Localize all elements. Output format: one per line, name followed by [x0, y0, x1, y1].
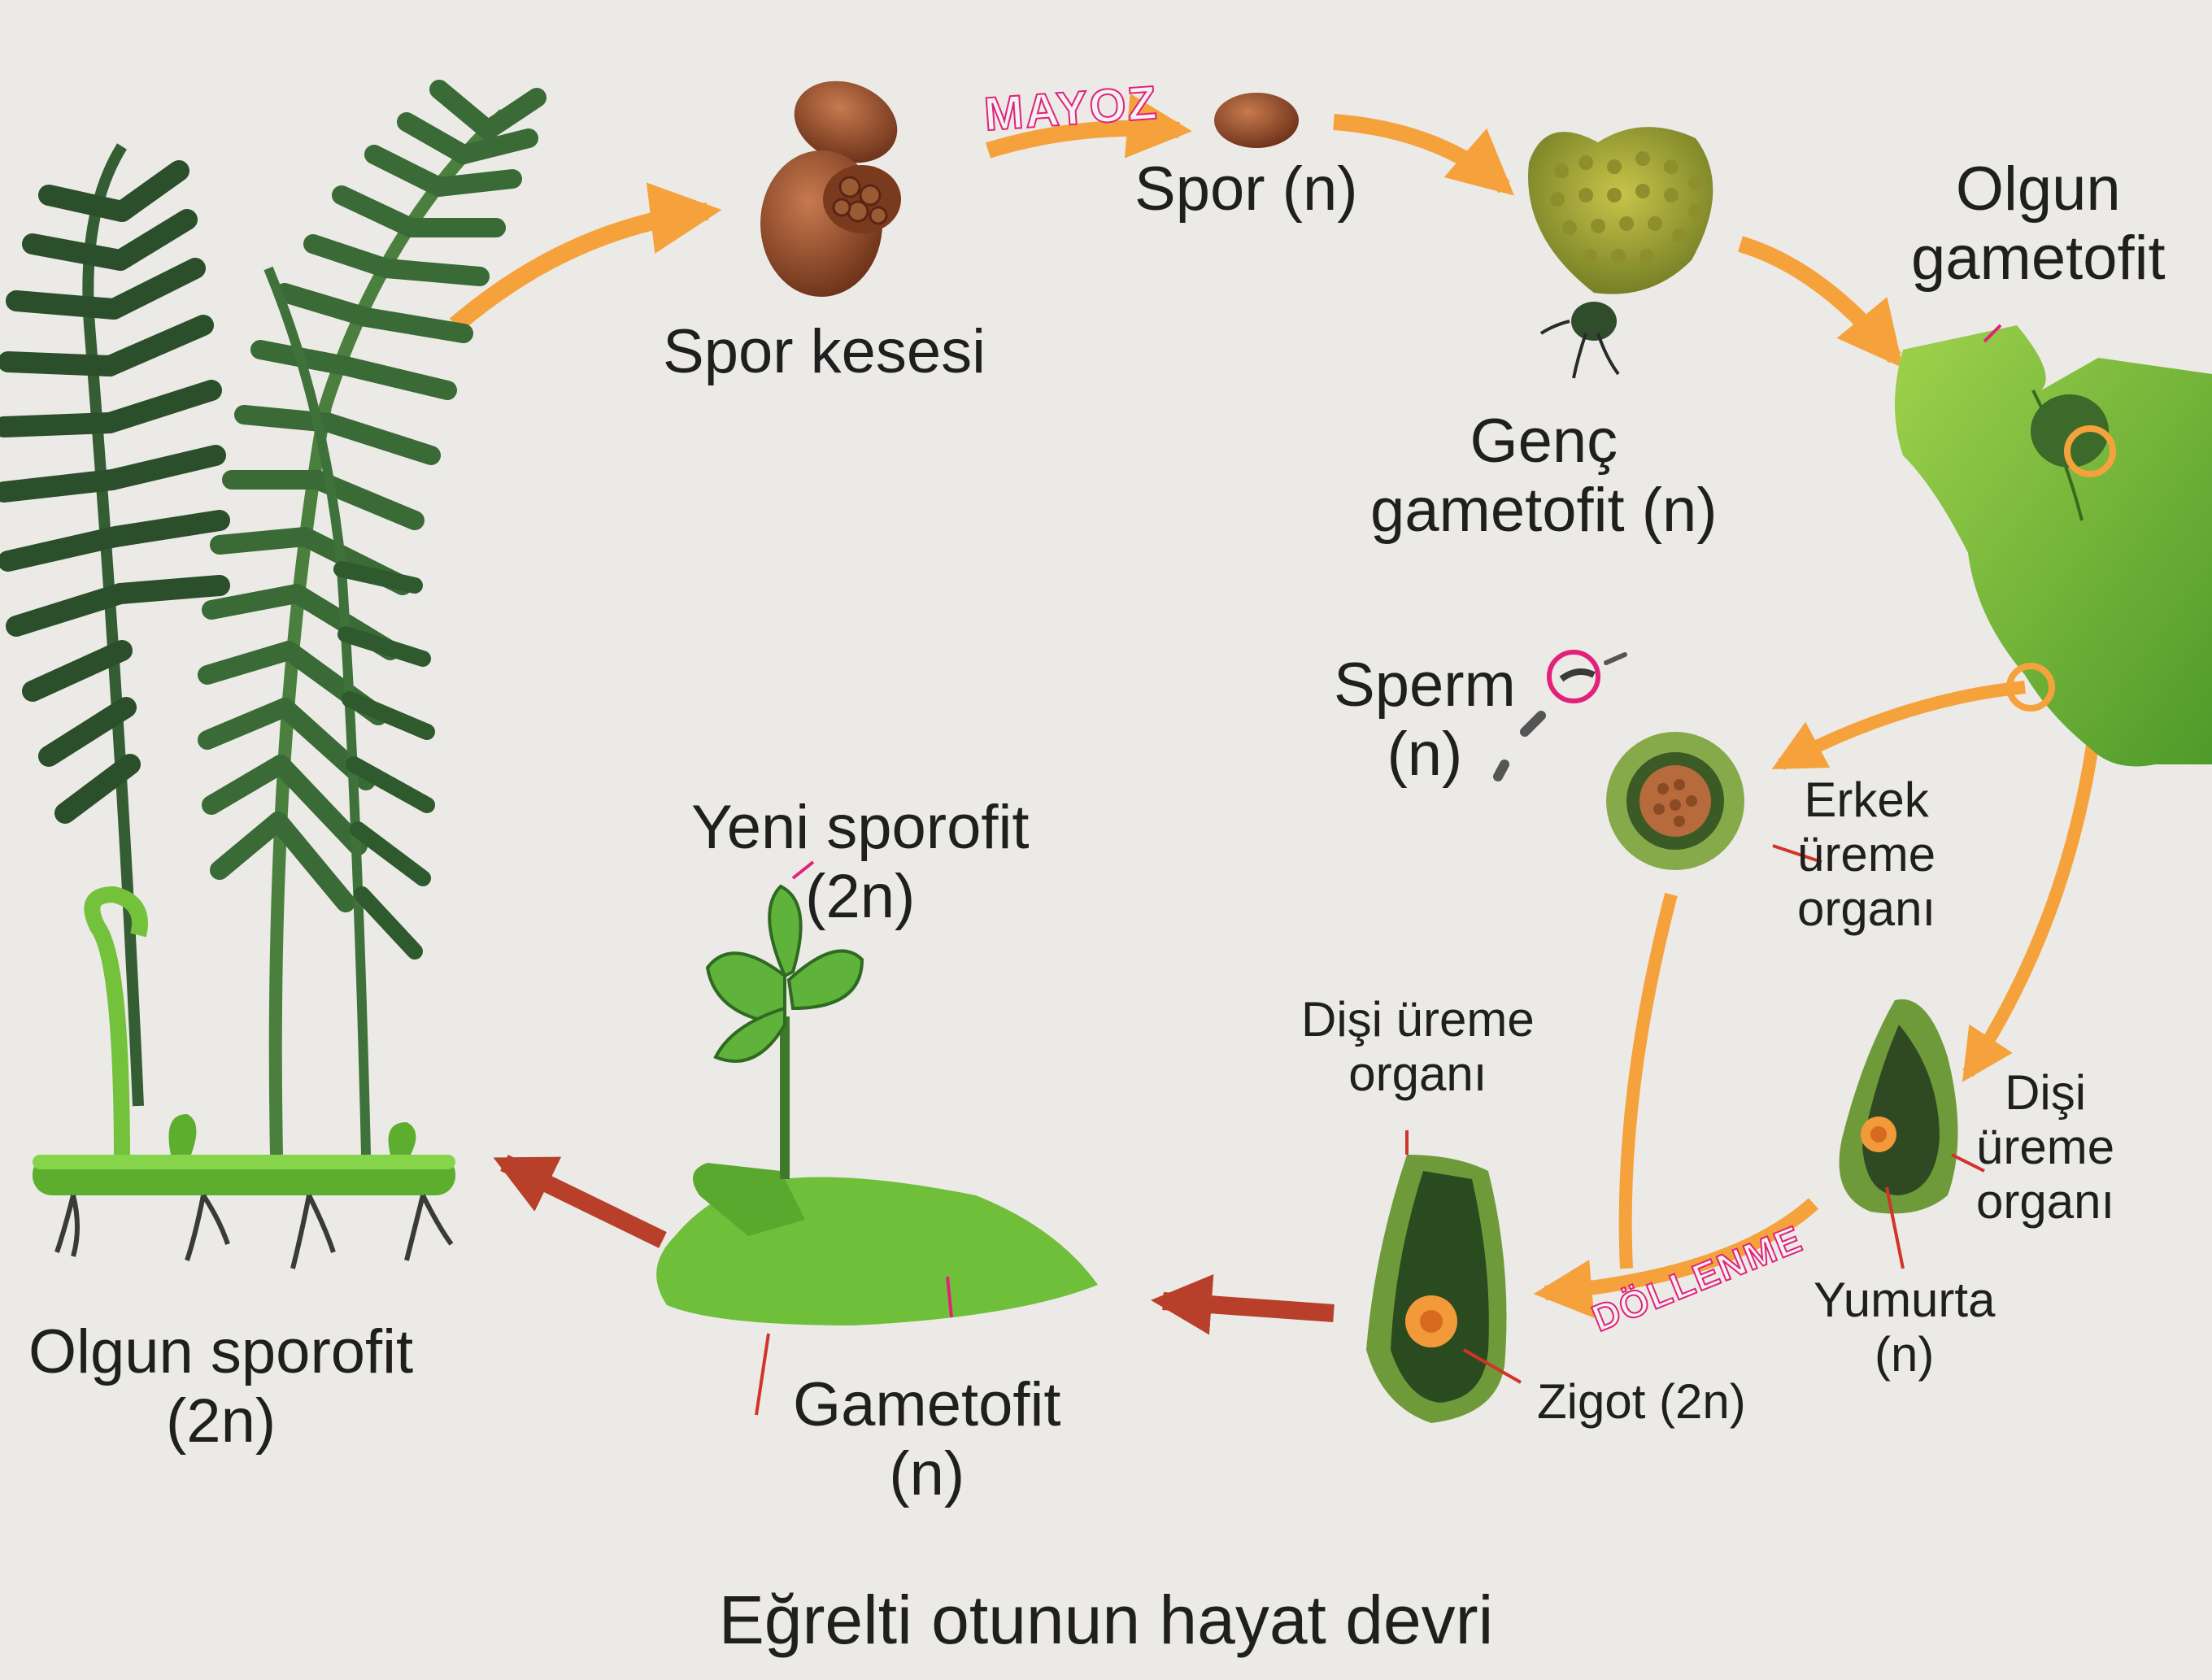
arrow-gametophyte-to-male-organ	[1771, 681, 2026, 771]
arrow-new-sporophyte-to-mature	[493, 1155, 667, 1248]
female-organ-right-label-line3: organı	[1976, 1174, 2115, 1230]
arrow-spore-to-young-gametophyte	[1333, 114, 1515, 196]
egg-label-line2: (n)	[1875, 1327, 1935, 1382]
sperm-label-line1: Sperm	[1334, 651, 1516, 720]
sperm-label: Sperm (n)	[1334, 651, 1516, 789]
spore-illustration	[1214, 93, 1299, 148]
female-organ-left-label-line2: organı	[1348, 1047, 1487, 1102]
male-organ-label-line1: Erkek	[1804, 773, 1929, 827]
mature-sporophyte-label: Olgun sporofit (2n)	[28, 1317, 413, 1456]
male-organ-illustration	[1606, 732, 1744, 870]
male-organ-label: Erkek üreme organı	[1797, 773, 1936, 937]
sperm-illustration	[1493, 650, 1627, 781]
mature-gametophyte-illustration	[1895, 324, 2212, 767]
new-sporophyte-label: Yeni sporofit (2n)	[691, 793, 1029, 931]
gametophyte-with-new-sporophyte-illustration	[656, 860, 1098, 1325]
arrow-meiosis	[986, 93, 1192, 159]
gametophyte-label-line2: (n)	[889, 1439, 965, 1509]
egg-label: Yumurta (n)	[1814, 1273, 1995, 1382]
female-organ-left-label-line1: Dişi üreme	[1301, 992, 1535, 1047]
new-sporophyte-label-line2: (2n)	[805, 862, 916, 932]
young-gametophyte-label-line2: gametofit (n)	[1370, 476, 1718, 546]
arrow-fertilization	[1533, 1198, 1819, 1318]
female-organ-right-label: Dişi üreme organı	[1976, 1065, 2114, 1230]
young-gametophyte-label-line1: Genç	[1470, 407, 1618, 476]
diagram-title: Eğrelti otunun hayat devri	[718, 1582, 1494, 1658]
mature-sporophyte-label-line1: Olgun sporofit	[28, 1317, 414, 1386]
female-organ-right-label-line2: üreme	[1976, 1120, 2115, 1175]
mature-sporophyte-illustration	[0, 80, 546, 1269]
new-sporophyte-label-line1: Yeni sporofit	[691, 793, 1030, 862]
young-gametophyte-label: Genç gametofit (n)	[1370, 407, 1718, 545]
gametophyte-label: Gametofit (n)	[793, 1370, 1060, 1508]
mature-gametophyte-label-line2: gametofit	[1911, 224, 2166, 294]
mature-sporophyte-label-line2: (2n)	[166, 1386, 276, 1456]
arrow-young-to-mature-gametophyte	[1738, 236, 1904, 368]
zygote-label: Zigot (2n)	[1537, 1374, 1746, 1429]
young-gametophyte-illustration	[1528, 127, 1713, 379]
male-organ-label-line2: üreme	[1797, 827, 1936, 882]
egg-label-line1: Yumurta	[1814, 1273, 1996, 1327]
leader-lines	[755, 844, 1985, 1416]
female-organ-right-label-line1: Dişi	[2005, 1065, 2087, 1120]
spore-label: Spor (n)	[1134, 155, 1358, 224]
male-organ-label-line3: organı	[1797, 881, 1936, 937]
gametophyte-label-line1: Gametofit	[793, 1370, 1061, 1439]
female-organ-left-label: Dişi üreme organı	[1301, 992, 1535, 1101]
mature-gametophyte-label-line1: Olgun	[1955, 155, 2121, 224]
female-organ-left-illustration	[1366, 1155, 1507, 1423]
sporangium-label: Spor kesesi	[663, 317, 986, 386]
arrow-sporophyte-to-sporangium	[449, 182, 722, 333]
mature-gametophyte-label: Olgun gametofit	[1911, 155, 2166, 293]
sperm-label-line2: (n)	[1387, 720, 1463, 790]
female-organ-right-illustration	[1839, 999, 1958, 1214]
arrow-male-organ-down	[1618, 892, 1678, 1269]
sporangium-illustration	[760, 81, 901, 297]
arrow-zygote-to-gametophyte	[1151, 1273, 1335, 1335]
